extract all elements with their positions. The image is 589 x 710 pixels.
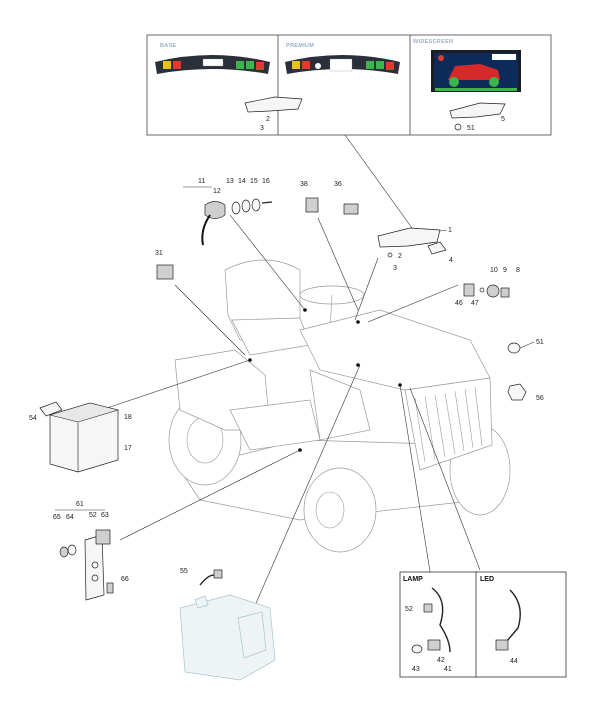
battery-part <box>48 402 120 473</box>
label-18: 18 <box>124 414 132 421</box>
label-17: 17 <box>124 445 132 452</box>
label-42: 42 <box>437 657 445 664</box>
label-16: 16 <box>262 178 270 185</box>
label-51: 51 <box>536 339 544 346</box>
led-detail-box: LED 44 <box>475 571 567 678</box>
base-panel-label: BASE <box>160 43 177 49</box>
label-56: 56 <box>536 395 544 402</box>
premium-panel-label: PREMIUM <box>286 43 314 49</box>
cap-56-part <box>507 383 527 401</box>
label-64: 64 <box>66 514 74 521</box>
label-10: 10 <box>490 267 498 274</box>
label-66: 66 <box>121 576 129 583</box>
switch-31-part <box>156 264 174 280</box>
dashboard-bracket-part <box>377 227 441 248</box>
base-bracket <box>244 96 303 113</box>
ignition-switch-part <box>204 201 226 219</box>
label-15: 15 <box>250 178 258 185</box>
label-3-base: 3 <box>260 125 264 132</box>
label-43: 43 <box>412 666 420 673</box>
fuel-tank-part <box>179 594 276 681</box>
label-47: 47 <box>471 300 479 307</box>
connector-46-part <box>463 283 475 297</box>
label-3: 3 <box>393 265 397 272</box>
label-52-a: 52 <box>89 512 97 519</box>
label-13: 13 <box>226 178 234 185</box>
switch-36-part <box>343 203 359 215</box>
base-dashboard <box>155 55 270 74</box>
clip-51-part <box>507 342 521 354</box>
widescreen-panel-label: WIDESCREEN <box>413 39 453 45</box>
label-38: 38 <box>300 181 308 188</box>
label-54: 54 <box>29 415 37 422</box>
small-bracket-part <box>427 241 447 255</box>
bracket-61-assembly <box>59 529 114 601</box>
label-9: 9 <box>503 267 507 274</box>
label-5: 5 <box>501 116 505 123</box>
label-14: 14 <box>238 178 246 185</box>
lamp-detail-box: LAMP 52 42 43 41 <box>399 571 479 678</box>
dashboard-variants-panel: BASE PREMIUM WIDESCREEN <box>146 34 552 136</box>
label-52: 52 <box>405 606 413 613</box>
label-63: 63 <box>101 512 109 519</box>
label-8: 8 <box>516 267 520 274</box>
label-31: 31 <box>155 250 163 257</box>
terminal-cover-54-part <box>39 401 63 417</box>
label-11: 11 <box>198 178 205 185</box>
label-2-base: 2 <box>266 116 270 123</box>
label-61: 61 <box>76 501 84 508</box>
label-65: 65 <box>53 514 61 521</box>
label-44: 44 <box>510 658 518 665</box>
label-2: 2 <box>398 253 402 260</box>
label-41: 41 <box>444 666 452 673</box>
clip-51-top <box>454 123 462 131</box>
widescreen-bracket <box>449 102 506 119</box>
lamp-box-title: LAMP <box>403 576 423 583</box>
label-4: 4 <box>449 257 453 264</box>
led-box-title: LED <box>480 576 494 583</box>
tractor-outline <box>168 259 511 553</box>
label-51-top: 51 <box>467 125 475 132</box>
label-12: 12 <box>213 188 221 195</box>
widescreen-dashboard <box>431 50 521 92</box>
label-1: 1 <box>448 227 452 234</box>
leader-lines <box>94 214 481 641</box>
label-36: 36 <box>334 181 342 188</box>
premium-dashboard <box>285 55 400 74</box>
switch-38-part <box>305 197 319 213</box>
label-46: 46 <box>455 300 463 307</box>
label-55: 55 <box>180 568 188 575</box>
